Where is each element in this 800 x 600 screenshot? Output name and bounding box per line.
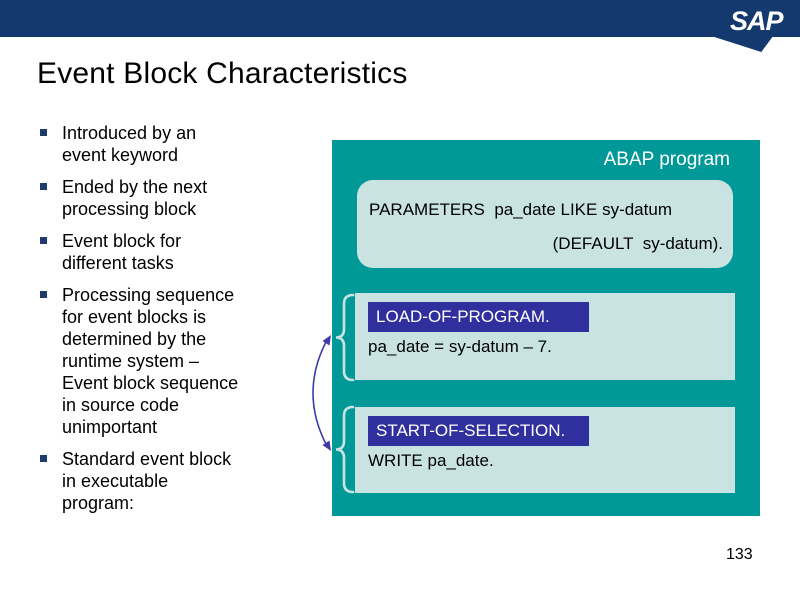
swap-arrow-icon: [312, 339, 328, 447]
code-block-load-of-program: LOAD-OF-PROGRAM. pa_date = sy-datum – 7.: [355, 293, 735, 380]
keyword-load-of-program: LOAD-OF-PROGRAM.: [368, 302, 589, 332]
brace-icon: [335, 293, 355, 382]
page-title: Event Block Characteristics: [37, 57, 408, 90]
bullet-item: Processing sequence for event blocks is …: [40, 284, 290, 438]
code-line-start-of-selection: WRITE pa_date.: [368, 451, 494, 470]
bullet-list: Introduced by an event keyword Ended by …: [40, 122, 290, 524]
abap-program-panel: ABAP program PARAMETERS pa_date LIKE sy-…: [332, 140, 760, 516]
sap-logo-text: SAP: [730, 6, 784, 36]
bullet-item-text: Standard event block in executable progr…: [62, 449, 232, 513]
arrowhead-up-icon: [322, 335, 331, 346]
bullet-square-icon: [40, 237, 47, 244]
bullet-item-text: Event block for different tasks: [62, 231, 182, 273]
brace-icon: [335, 405, 355, 494]
arrowhead-down-icon: [322, 440, 331, 451]
bullet-square-icon: [40, 455, 47, 462]
code-line-parameters: PARAMETERS pa_date LIKE sy-datum: [369, 200, 672, 219]
bullet-item: Event block for different tasks: [40, 230, 290, 274]
bullet-item-text: Processing sequence for event blocks is …: [62, 285, 239, 437]
sequence-arrow-graphic: [312, 293, 355, 494]
panel-title: ABAP program: [603, 149, 730, 170]
bullet-square-icon: [40, 183, 47, 190]
bullet-item: Introduced by an event keyword: [40, 122, 290, 166]
code-line-default: (DEFAULT sy-datum).: [552, 234, 723, 253]
code-line-load-of-program: pa_date = sy-datum – 7.: [368, 337, 552, 356]
bullet-square-icon: [40, 291, 47, 298]
bullet-item-text: Ended by the next processing block: [62, 177, 208, 219]
header-bar: [0, 0, 800, 37]
bullet-item: Standard event block in executable progr…: [40, 448, 290, 514]
keyword-start-of-selection: START-OF-SELECTION.: [368, 416, 589, 446]
bullet-item-text: Introduced by an event keyword: [62, 123, 197, 165]
code-block-start-of-selection: START-OF-SELECTION. WRITE pa_date.: [355, 407, 735, 493]
bullet-item: Ended by the next processing block: [40, 176, 290, 220]
bullet-square-icon: [40, 129, 47, 136]
page-number: 133: [726, 546, 753, 563]
code-block-parameters: PARAMETERS pa_date LIKE sy-datum (DEFAUL…: [357, 180, 733, 268]
